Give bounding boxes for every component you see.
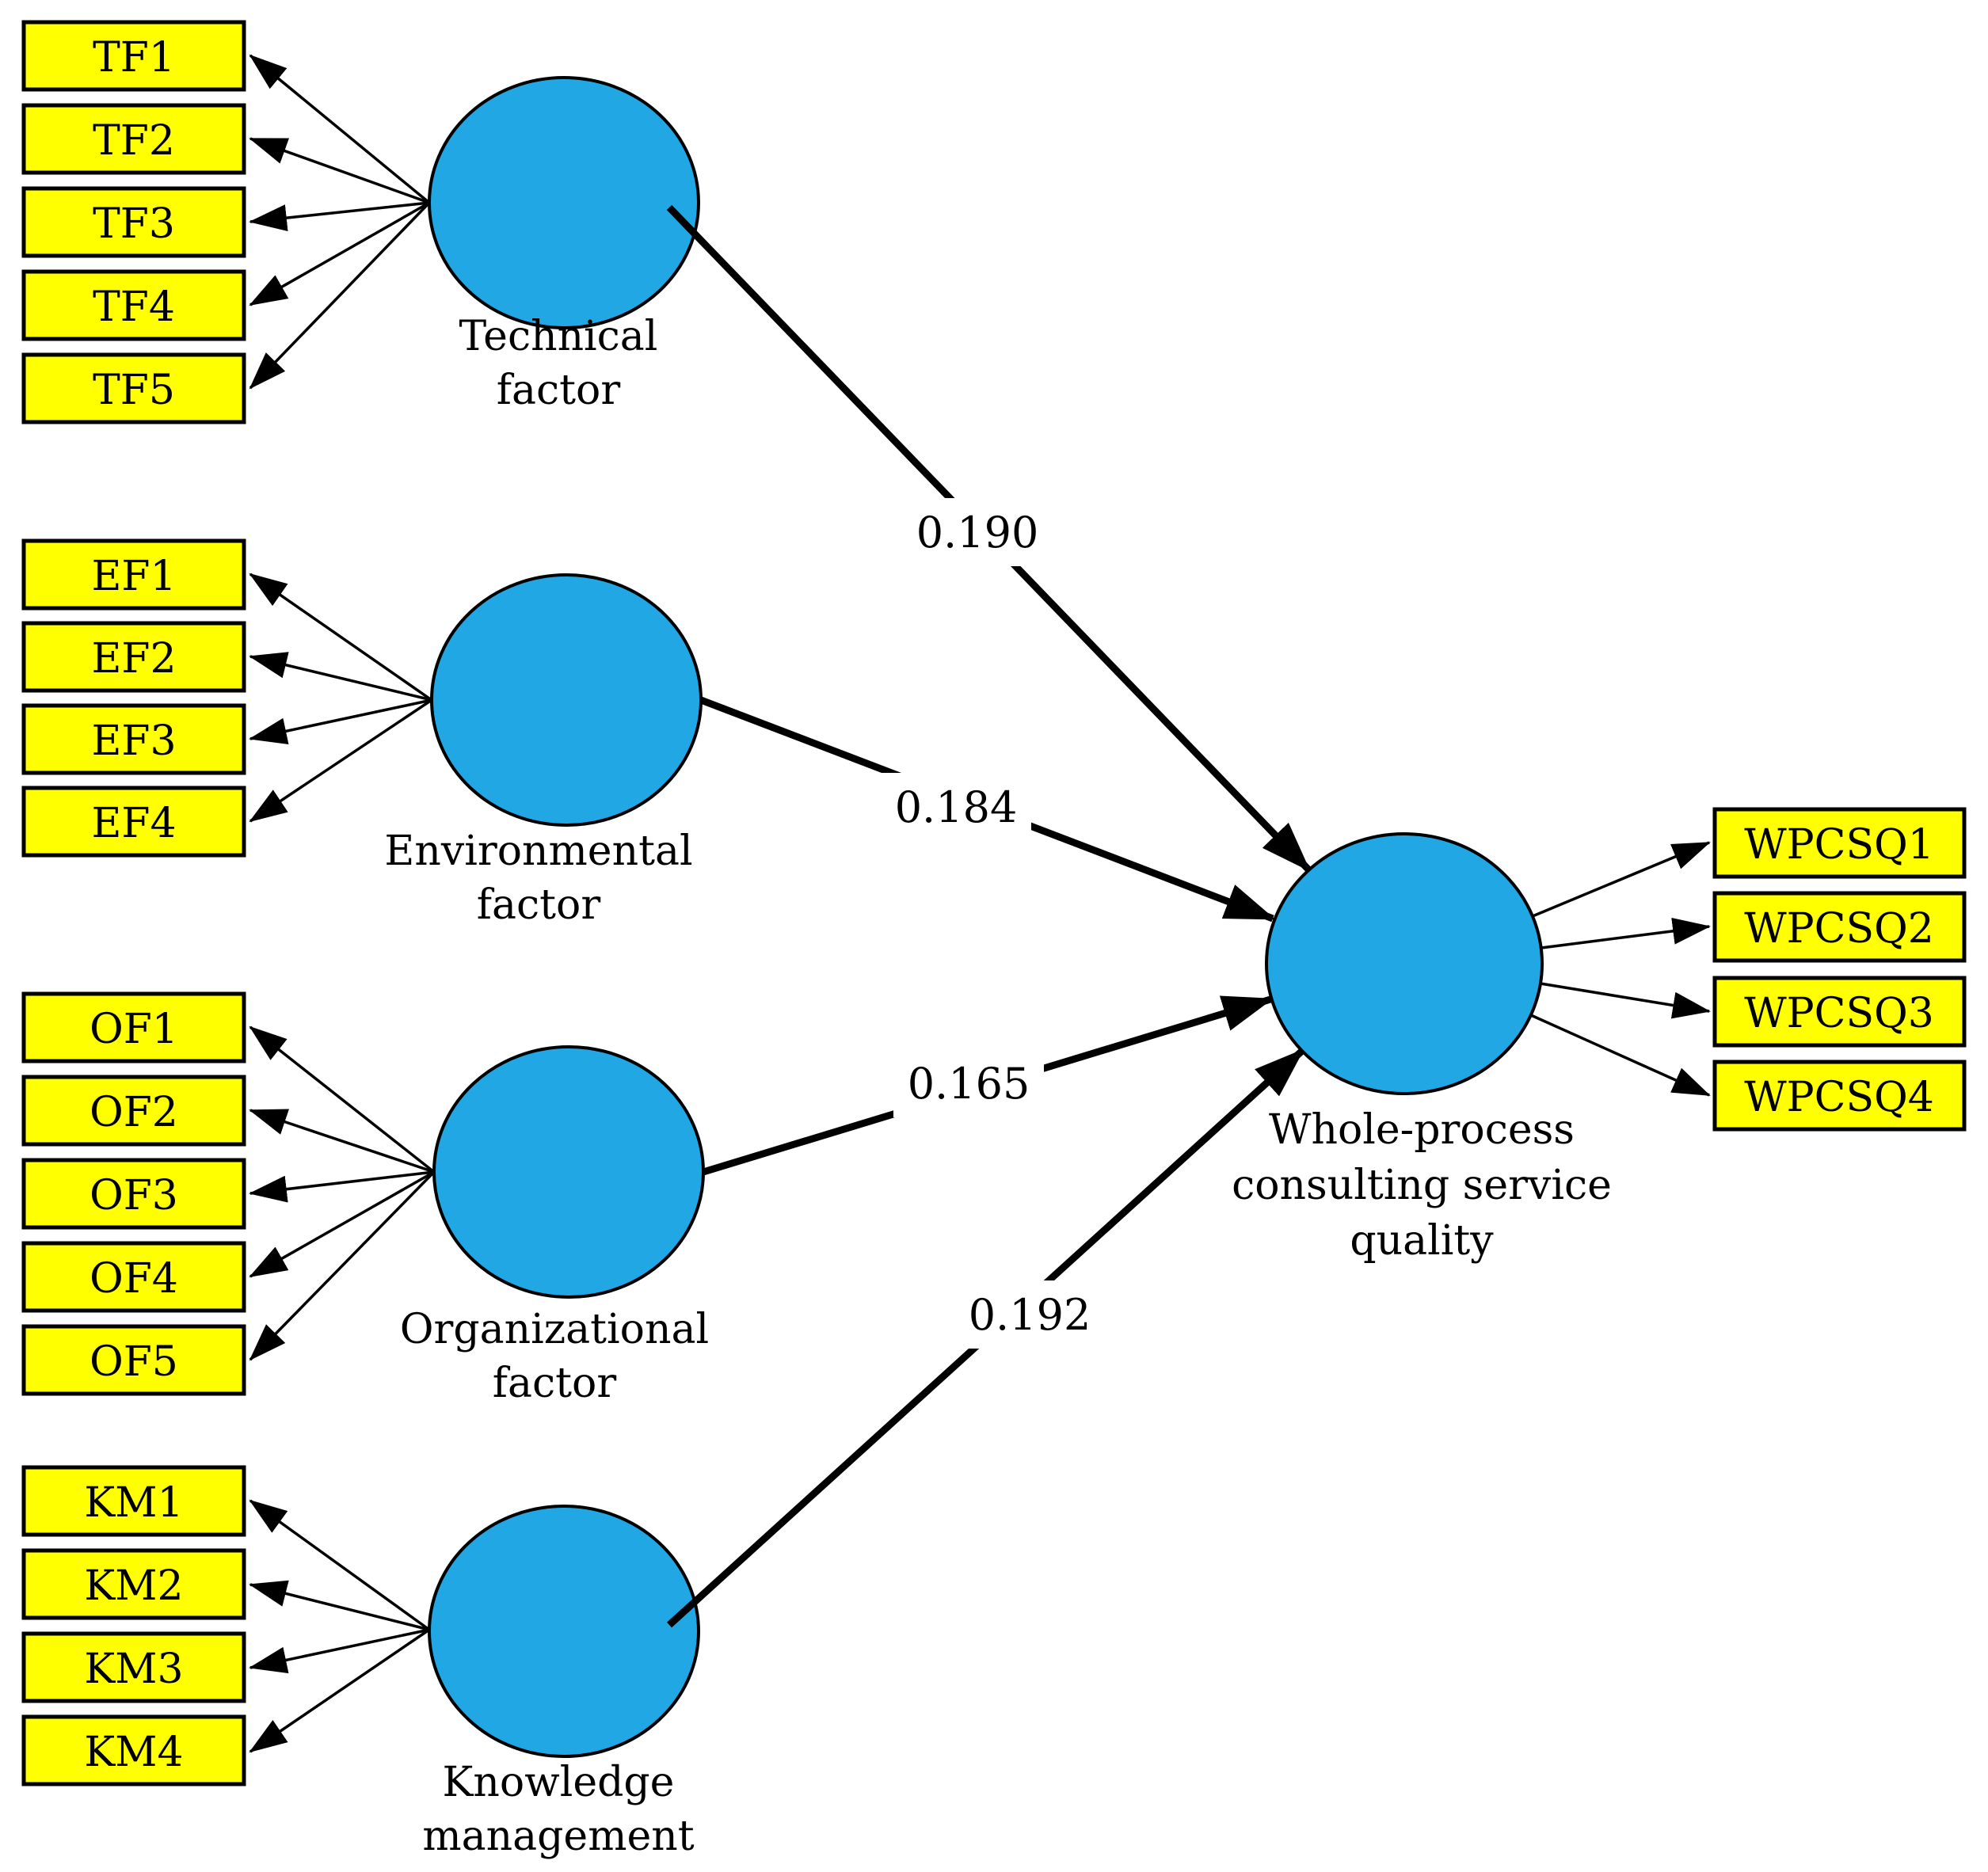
- indicator-arrow-ef4: [249, 698, 432, 823]
- coefficient-gap-knowledge: [954, 1280, 1105, 1349]
- indicator-arrow-km1: [249, 1499, 431, 1631]
- indicator-box-tf1: [21, 20, 246, 92]
- indicator-arrow-tf1: [249, 54, 431, 204]
- indicator-arrow-wpcsq1: [1532, 841, 1711, 918]
- indicator-box-tf2: [21, 103, 246, 175]
- indicator-arrow-tf5: [249, 201, 431, 390]
- indicator-arrow-ef2: [249, 652, 432, 702]
- latent-label-environmental-line2: factor: [477, 881, 601, 929]
- indicator-label-of5: OF5: [89, 1338, 178, 1386]
- latent-label-organizational-line1: Organizational: [400, 1306, 709, 1353]
- indicator-label-tf5: TF5: [93, 367, 175, 414]
- indicator-label-wpcsq1: WPCSQ1: [1744, 821, 1934, 869]
- indicator-box-tf3: [21, 186, 246, 258]
- indicator-label-ef4: EF4: [91, 800, 176, 847]
- indicator-label-tf1: TF1: [93, 34, 175, 82]
- path-coefficient-environmental: 0.184: [895, 782, 1018, 832]
- environmental-factor-latent-circle: [430, 573, 703, 827]
- indicator-box-km2: [21, 1548, 246, 1620]
- knowledge-management-latent-circle: [428, 1505, 700, 1758]
- organizational-factor-latent-circle: [432, 1045, 705, 1299]
- indicator-box-wpcsq2: [1712, 891, 1967, 963]
- indicator-arrow-tf3: [249, 201, 430, 232]
- indicator-arrow-ef3: [249, 698, 432, 744]
- latent-label-organizational-line2: factor: [493, 1360, 617, 1407]
- indicator-box-km3: [21, 1631, 246, 1703]
- indicator-label-ef3: EF3: [91, 717, 176, 765]
- indicator-box-km1: [21, 1465, 246, 1537]
- indicator-label-of3: OF3: [89, 1172, 178, 1219]
- indicator-label-of4: OF4: [89, 1255, 178, 1303]
- outcome-construct: WPCSQ1 WPCSQ2 WPCSQ3 WPCSQ4 Whole-proces…: [1232, 807, 1967, 1265]
- path-coefficient-organizational: 0.165: [908, 1059, 1030, 1109]
- indicator-box-of2: [21, 1075, 246, 1147]
- indicator-arrow-wpcsq3: [1540, 982, 1711, 1019]
- indicator-label-tf2: TF2: [93, 117, 175, 165]
- structural-paths: 0.190 0.184 0.165 0.192: [666, 204, 1312, 1628]
- indicator-arrow-of2: [249, 1109, 435, 1174]
- indicator-box-of5: [21, 1324, 246, 1396]
- indicator-box-ef4: [21, 786, 246, 858]
- latent-label-environmental-line1: Environmental: [384, 828, 692, 875]
- indicator-label-km4: KM4: [84, 1729, 183, 1776]
- technical-factor-construct: TF1 TF2 TF3 TF4 TF5 Technical factor: [21, 20, 700, 424]
- indicator-label-ef1: EF1: [91, 553, 176, 600]
- indicator-label-of1: OF1: [89, 1006, 178, 1053]
- indicator-box-of1: [21, 991, 246, 1063]
- indicator-label-tf4: TF4: [93, 283, 175, 331]
- coefficient-gap-organizational: [893, 1049, 1044, 1117]
- wpcsq-latent-circle: [1265, 832, 1544, 1095]
- indicator-box-wpcsq1: [1712, 807, 1967, 879]
- indicator-label-of2: OF2: [89, 1089, 178, 1136]
- indicator-box-ef3: [21, 703, 246, 775]
- indicator-box-of4: [21, 1241, 246, 1313]
- indicator-box-ef1: [21, 538, 246, 611]
- indicator-arrow-km4: [249, 1628, 430, 1753]
- coefficient-gap-technical: [902, 498, 1053, 566]
- indicator-label-wpcsq2: WPCSQ2: [1744, 905, 1934, 953]
- indicator-arrow-of5: [249, 1170, 436, 1361]
- indicator-label-tf3: TF3: [93, 200, 175, 248]
- latent-label-knowledge-line1: Knowledge: [443, 1759, 675, 1806]
- indicator-arrow-km2: [249, 1580, 430, 1631]
- latent-label-outcome-line2: consulting service: [1232, 1162, 1612, 1209]
- indicator-box-tf4: [21, 269, 246, 341]
- path-coefficient-knowledge: 0.192: [969, 1290, 1091, 1340]
- latent-label-outcome-line3: quality: [1350, 1217, 1494, 1265]
- latent-label-technical-line1: Technical: [459, 313, 658, 360]
- environmental-factor-construct: EF1 EF2 EF3 EF4 Environmental factor: [21, 538, 703, 929]
- indicator-arrow-tf4: [249, 201, 430, 306]
- indicator-label-km3: KM3: [84, 1646, 183, 1693]
- indicator-box-tf5: [21, 352, 246, 424]
- indicator-box-km4: [21, 1714, 246, 1786]
- indicator-arrow-ef1: [249, 573, 432, 702]
- indicator-arrow-tf2: [249, 137, 430, 204]
- path-coefficient-technical: 0.190: [916, 508, 1039, 557]
- knowledge-management-construct: KM1 KM2 KM3 KM4 Knowledge management: [21, 1465, 700, 1860]
- indicator-arrow-of4: [249, 1170, 435, 1278]
- indicator-label-wpcsq3: WPCSQ3: [1744, 990, 1934, 1037]
- organizational-factor-construct: OF1 OF2 OF3 OF4 OF5 Organizational facto…: [21, 991, 709, 1407]
- indicator-box-wpcsq4: [1712, 1060, 1967, 1132]
- indicator-box-of3: [21, 1158, 246, 1230]
- indicator-arrow-km3: [249, 1628, 430, 1674]
- indicator-box-wpcsq3: [1712, 976, 1967, 1048]
- indicator-label-ef2: EF2: [91, 635, 176, 683]
- indicator-arrow-wpcsq2: [1541, 917, 1711, 949]
- latent-label-knowledge-line2: management: [422, 1813, 694, 1860]
- latent-label-technical-line2: factor: [497, 367, 621, 414]
- indicator-label-km2: KM2: [84, 1562, 183, 1610]
- technical-factor-latent-circle: [428, 76, 700, 329]
- indicator-box-ef2: [21, 621, 246, 693]
- indicator-label-km1: KM1: [84, 1479, 183, 1527]
- coefficient-gap-environmental: [881, 773, 1031, 841]
- indicator-arrow-wpcsq4: [1530, 1014, 1711, 1097]
- indicator-arrow-of1: [249, 1025, 436, 1174]
- indicator-arrow-of3: [249, 1170, 435, 1203]
- latent-label-outcome-line1: Whole-process: [1269, 1106, 1575, 1154]
- indicator-label-wpcsq4: WPCSQ4: [1744, 1074, 1934, 1121]
